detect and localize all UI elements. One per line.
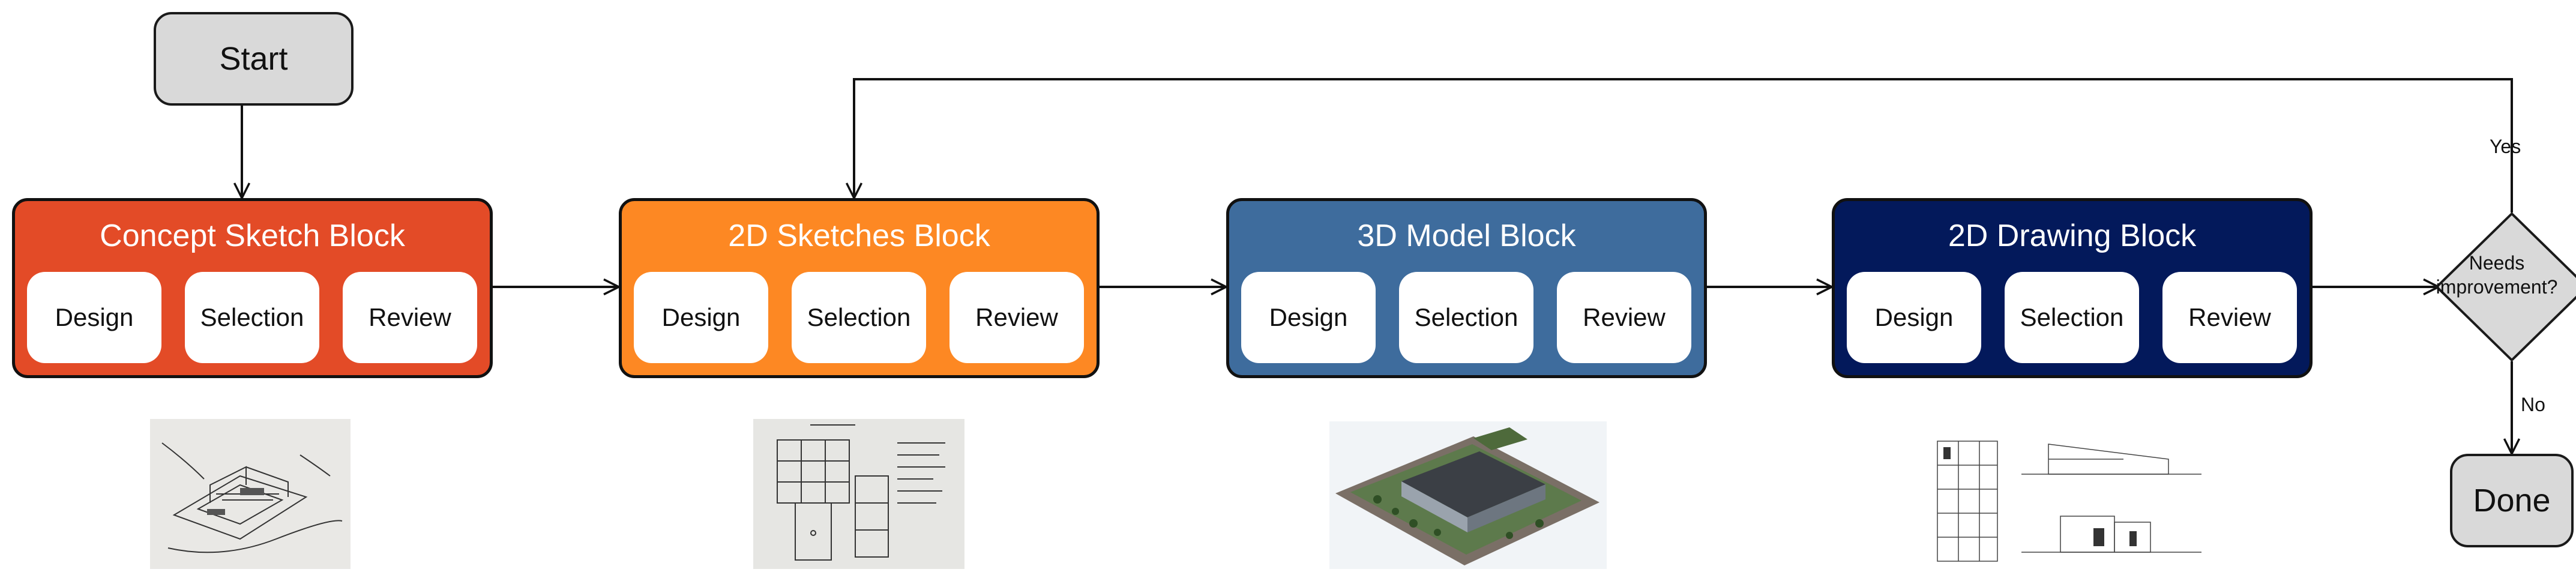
yes-label: Yes [2490,136,2521,157]
step-design: Design [27,272,161,363]
step-review: Review [1557,272,1691,363]
step-design: Design [634,272,768,363]
step-review: Review [949,272,1084,363]
floor-plan-sketch-image [753,419,964,569]
decision-label: Needs improvement? [2436,252,2558,298]
arrow-yes-loop [854,78,2513,212]
step-review: Review [343,272,477,363]
done-label: Done [2473,483,2551,519]
start-node: Start [154,12,354,106]
step-review: Review [2162,272,2297,363]
technical-drawings-image [1931,432,2213,569]
decision-diamond [2435,212,2576,362]
block-title: Concept Sketch Block [100,218,405,253]
2d-sketches-block: 2D Sketches Block Design Selection Revie… [619,198,1100,378]
step-design: Design [1241,272,1376,363]
3d-building-model-image [1329,421,1607,569]
step-selection: Selection [2005,272,2139,363]
step-selection: Selection [1399,272,1533,363]
concept-sketch-block: Concept Sketch Block Design Selection Re… [12,198,493,378]
block-title: 2D Drawing Block [1948,218,2197,253]
2d-drawing-block: 2D Drawing Block Design Selection Review [1832,198,2313,378]
step-design: Design [1847,272,1981,363]
no-label: No [2521,394,2545,415]
done-node: Done [2450,454,2574,547]
concept-sketch-image [150,419,351,569]
block-title: 3D Model Block [1357,218,1576,253]
step-selection: Selection [792,272,926,363]
block-title: 2D Sketches Block [728,218,990,253]
start-label: Start [219,41,288,77]
3d-model-block: 3D Model Block Design Selection Review [1226,198,1707,378]
step-selection: Selection [185,272,319,363]
